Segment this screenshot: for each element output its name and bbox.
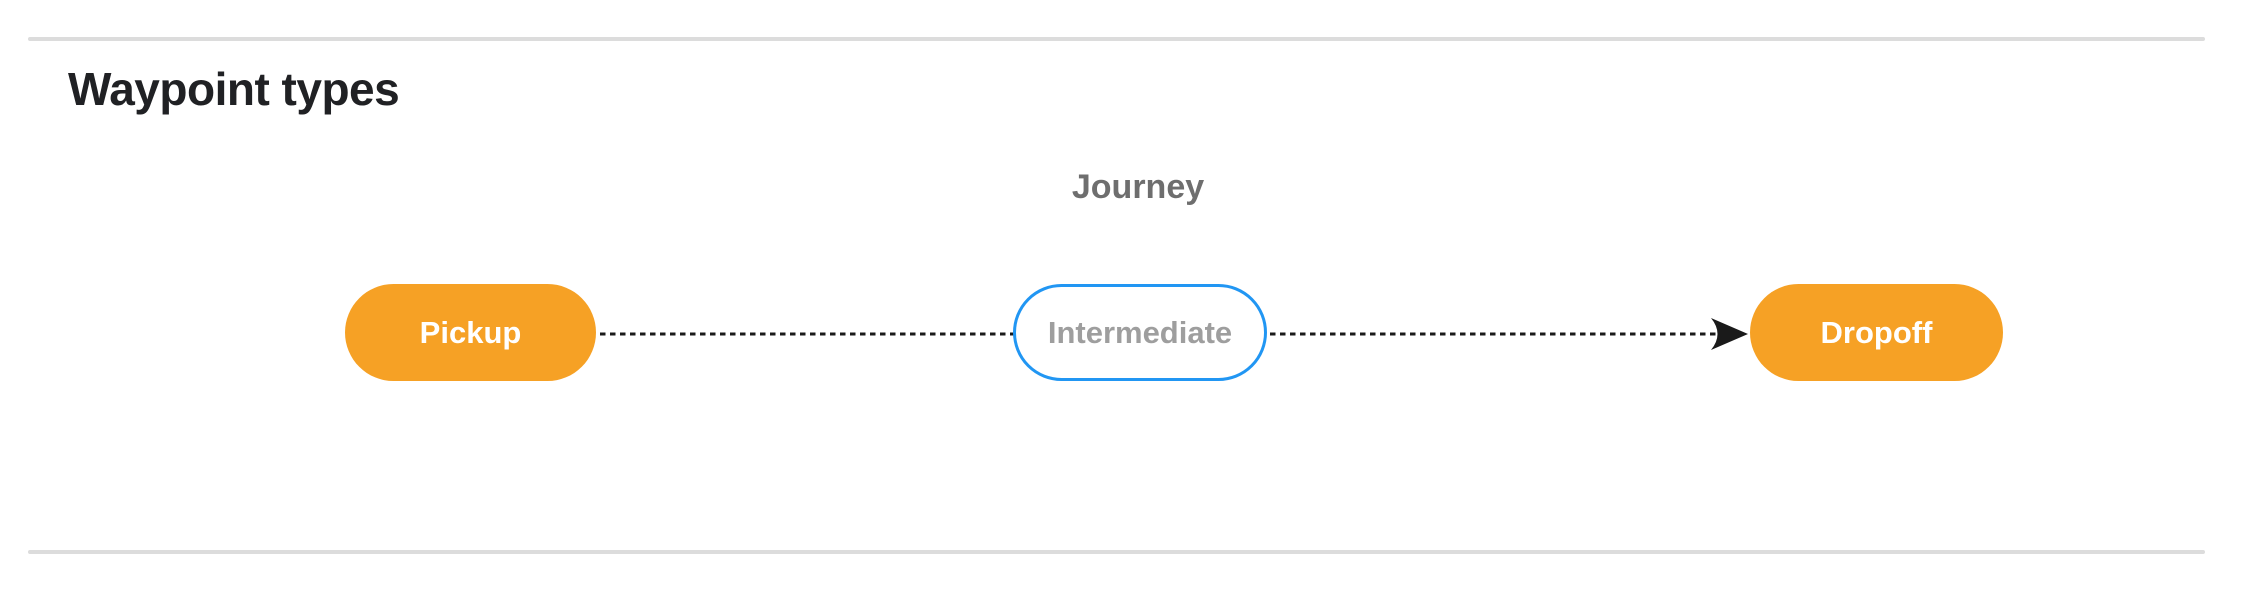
top-divider xyxy=(28,37,2205,41)
arrowhead-icon xyxy=(1711,318,1748,350)
node-dropoff: Dropoff xyxy=(1750,284,2003,381)
node-pickup: Pickup xyxy=(345,284,596,381)
page-title: Waypoint types xyxy=(68,63,400,115)
bottom-divider xyxy=(28,550,2205,554)
node-intermediate: Intermediate xyxy=(1013,284,1267,381)
journey-group-label: Journey xyxy=(1071,168,1205,206)
